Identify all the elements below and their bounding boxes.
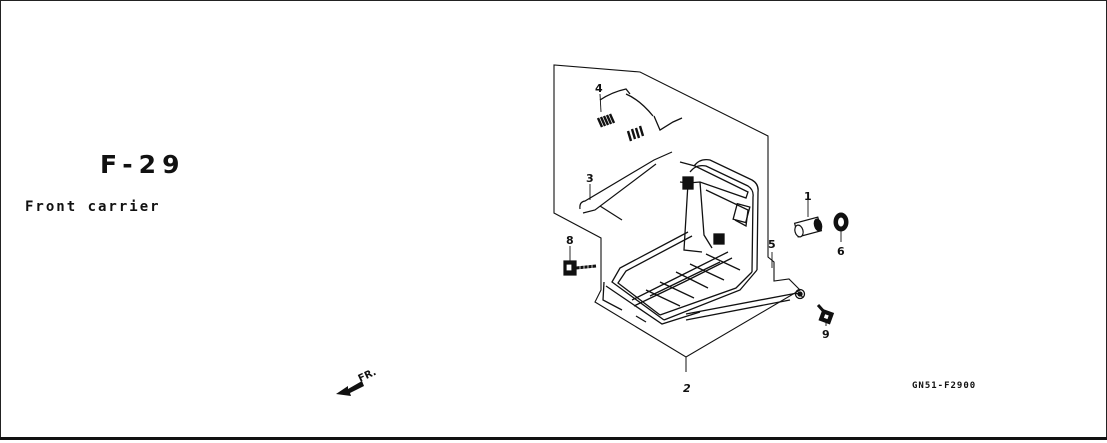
leader-4: [599, 93, 602, 113]
drawing-code: GN51-F2900: [912, 381, 977, 391]
carrier-bracket: [679, 161, 751, 253]
page-title: Front carrier: [25, 199, 161, 215]
page-code: F-29: [100, 150, 186, 179]
callout-8: 8: [566, 234, 574, 247]
callout-5: 5: [768, 238, 776, 251]
callout-3: 3: [586, 172, 594, 185]
callout-9: 9: [822, 328, 830, 341]
bolt-part-8: [563, 260, 597, 276]
rod-part: [579, 151, 673, 221]
carrier-frame: [602, 158, 759, 325]
callout-1: 1: [804, 190, 812, 203]
group-outline: [553, 64, 801, 358]
front-arrow-icon: FR.: [336, 367, 378, 396]
bottom-rule: [0, 437, 1107, 440]
front-arrow-label: FR.: [357, 367, 378, 385]
collar-part: [793, 216, 823, 238]
spring-part: [596, 88, 683, 142]
callout-6: 6: [837, 245, 845, 258]
callout-4: 4: [595, 82, 603, 95]
washer-part: [833, 212, 849, 232]
stay-part: [685, 288, 806, 321]
callout-2: 2: [683, 382, 691, 395]
bolt-part-9: [816, 304, 835, 325]
